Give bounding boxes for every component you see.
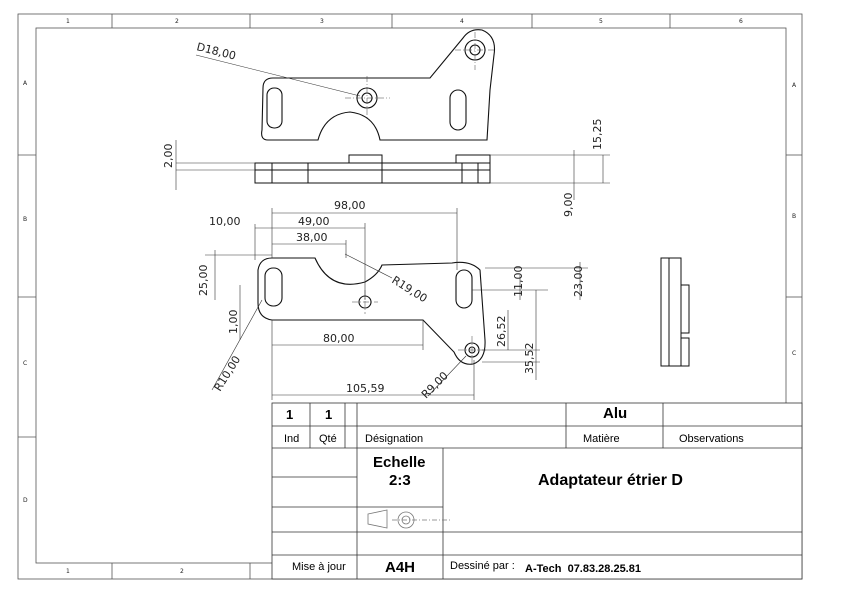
drawn-by-value: A-Tech 07.83.28.25.81	[525, 563, 641, 575]
dim-r19-00: R19,00	[389, 274, 429, 306]
zone-top-1: 1	[66, 18, 70, 25]
col-material: Matière	[583, 433, 620, 445]
title-block	[271, 402, 803, 580]
zone-top-4: 4	[460, 18, 464, 25]
part-name: Adaptateur étrier D	[538, 472, 683, 489]
zone-top-2: 2	[175, 18, 179, 25]
dim-11-00: 11,00	[512, 266, 525, 298]
zone-bottom-2: 2	[180, 568, 184, 575]
dim-38-00: 38,00	[296, 231, 328, 244]
dim-15-25: 15,25	[591, 119, 604, 151]
dim-98-00: 98,00	[334, 199, 366, 212]
projection-symbol-icon	[367, 509, 452, 529]
col-designation: Désignation	[365, 433, 423, 445]
zone-left-a: A	[23, 80, 28, 87]
format-value: A4H	[385, 559, 415, 576]
zone-right-b: B	[792, 213, 796, 220]
right-view	[660, 257, 690, 367]
dim-80-00: 80,00	[323, 332, 355, 345]
col-qty: Qté	[319, 433, 337, 445]
dim-35-52: 35,52	[523, 343, 536, 375]
zone-top-6: 6	[739, 18, 743, 25]
zone-top-3: 3	[320, 18, 324, 25]
top-view-centerlines	[345, 32, 495, 120]
dim-9-00: 9,00	[562, 193, 575, 218]
zone-left-b: B	[23, 216, 27, 223]
front-view	[257, 257, 486, 365]
zone-left-d: D	[23, 497, 28, 504]
dim-10-00: 10,00	[209, 215, 241, 228]
dim-2-00: 2,00	[162, 144, 175, 169]
title-block-texts: 1 1 Alu Ind Qté Désignation Matière Obse…	[284, 405, 744, 576]
dim-105-59: 105,59	[346, 382, 385, 395]
col-observations: Observations	[679, 433, 744, 445]
dim-d18: D18,00	[195, 40, 237, 62]
zone-right-c: C	[792, 350, 796, 357]
top-view	[261, 29, 496, 141]
zone-bottom-1: 1	[66, 568, 70, 575]
scale-label: Echelle	[373, 454, 426, 471]
zone-top-5: 5	[599, 18, 603, 25]
scale-value: 2:3	[389, 472, 411, 489]
dimension-lines	[175, 54, 610, 400]
dim-26-52: 26,52	[495, 316, 508, 348]
dim-r10-00: R10,00	[212, 354, 244, 394]
side-view	[254, 154, 491, 184]
dimension-texts: D18,00 15,25 2,00 9,00 98,00 10,00 49,00…	[162, 40, 604, 401]
dim-25-00: 25,00	[197, 265, 210, 297]
dim-1-00: 1,00	[227, 310, 240, 335]
drawn-by-label: Dessiné par :	[450, 560, 515, 572]
zone-left-c: C	[23, 360, 27, 367]
zone-right-a: A	[792, 82, 797, 89]
update-label: Mise à jour	[292, 561, 346, 573]
frame-labels: 1 2 3 4 5 6 1 2 A B C D A B C	[23, 18, 797, 575]
dim-23-00: 23,00	[572, 266, 585, 298]
ind-value: 1	[286, 407, 293, 422]
col-ind: Ind	[284, 433, 299, 445]
material-value: Alu	[603, 405, 627, 422]
qty-value: 1	[325, 407, 332, 422]
dim-49-00: 49,00	[298, 215, 330, 228]
dim-r9-00: R9,00	[419, 369, 451, 401]
